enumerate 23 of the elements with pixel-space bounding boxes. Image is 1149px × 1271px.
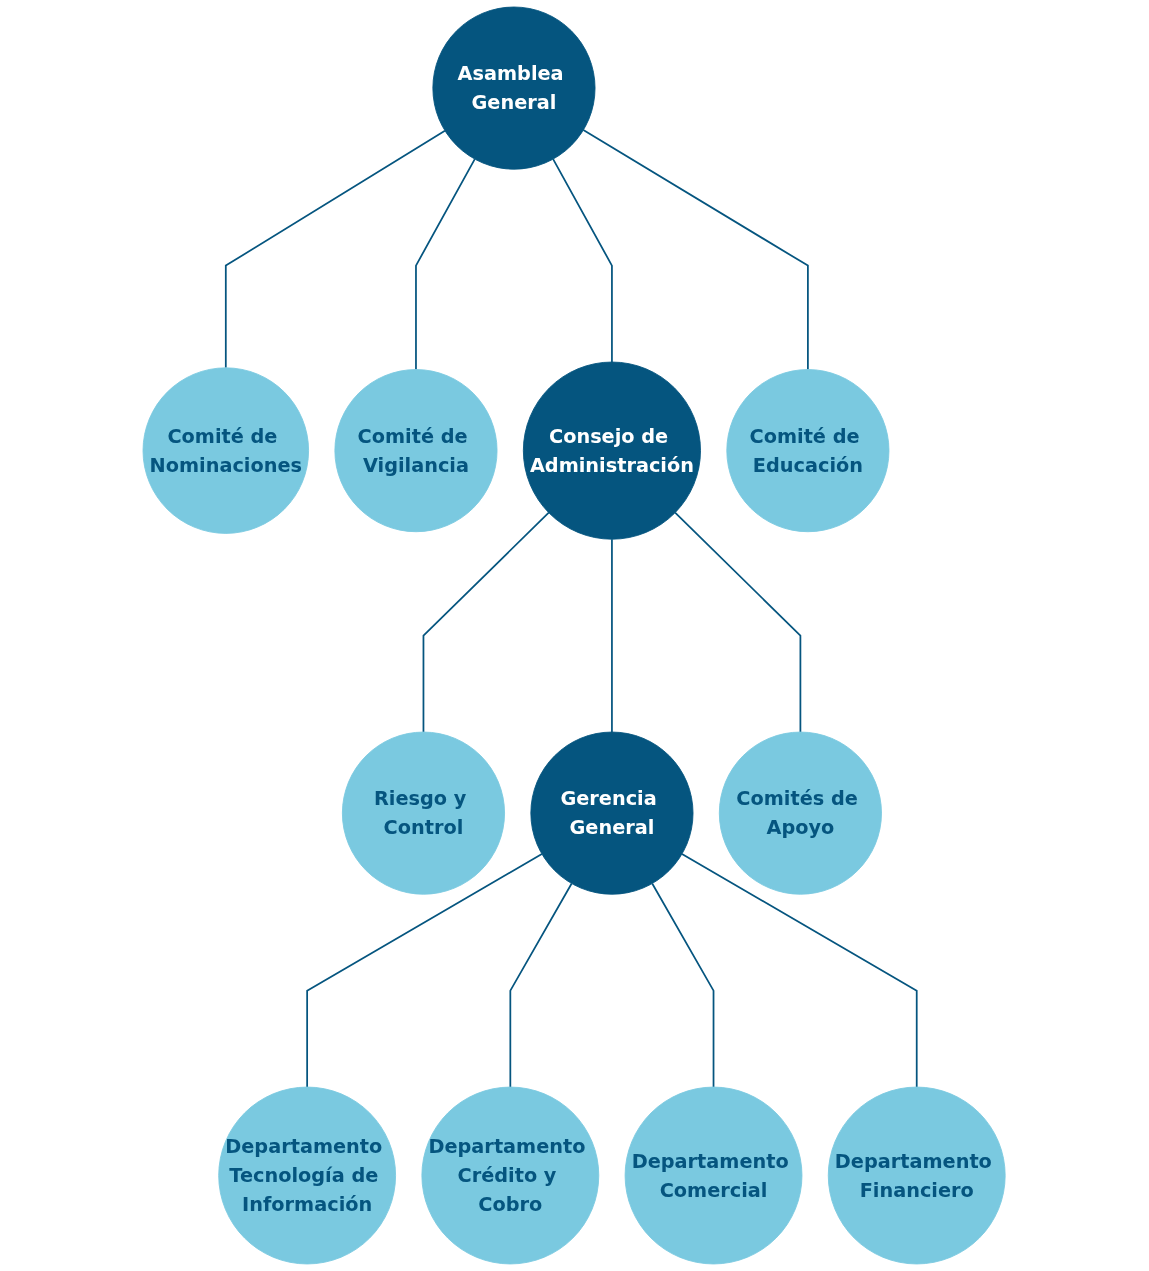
node-circle: Gerencia General [530,731,694,895]
connector [509,882,573,1088]
connector [611,538,614,733]
connector [423,511,550,733]
connector [674,511,802,733]
connector [651,882,715,1088]
node-circle: Comité de Nominaciones [143,367,310,534]
node-circle: Comité de Educación [726,369,890,533]
connector [552,158,614,363]
connector [582,129,810,371]
node-circle: Departamento Comercial [625,1086,803,1265]
connector [225,129,447,369]
node-circle: Comité de Vigilancia [334,369,498,533]
connector [681,853,918,1088]
connector [306,853,544,1088]
node-circle: Consejo de Administración [523,361,702,540]
node-circle: Riesgo y Control [342,731,506,895]
node-circle: Departamento Financiero [828,1086,1007,1265]
node-circle: Departamento Crédito y Cobro [421,1086,600,1265]
node-circle: Asamblea General [432,6,596,170]
node-circle: Comités de Apoyo [719,731,883,895]
node-circle: Departamento Tecnología de Información [218,1086,397,1265]
connector [415,158,477,371]
